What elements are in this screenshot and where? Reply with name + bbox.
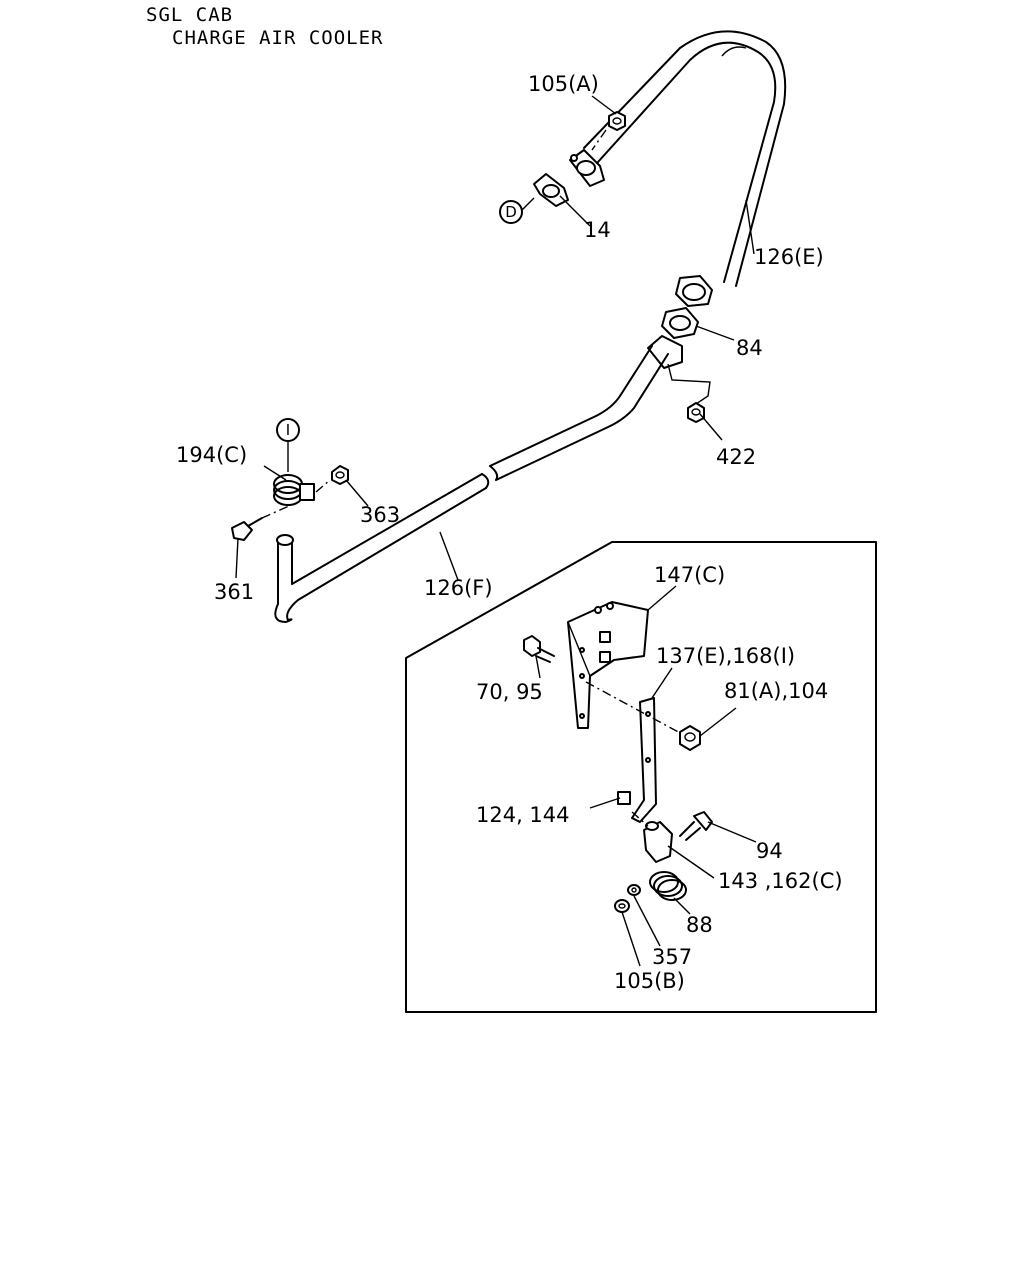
callout-88: 88 [686,913,713,937]
callout-194c: 194(C) [176,443,247,467]
flange-top [569,149,605,187]
stay-137e [585,681,683,823]
damper-143-162c [631,811,673,863]
header-line-1: SGL CAB [146,4,234,26]
leader-lines [235,95,757,967]
clamp-88 [649,871,687,901]
bracket-147c [567,601,649,729]
callout-143-162c: 143 ,162(C) [718,869,843,893]
callout-84: 84 [736,336,763,360]
clamp-194c [261,474,331,519]
bolt-70-95 [523,635,555,663]
nut-105a [591,111,626,151]
svg-text:D: D [505,203,517,221]
nut-81a-104 [679,725,701,751]
nut-105b [614,899,630,913]
callout-363: 363 [360,503,400,527]
callout-137e-168i: 137(E),168(I) [656,644,795,668]
gasket-14 [533,173,569,207]
detail-inset [405,541,877,1013]
nut-363 [331,465,349,485]
flange-126e-lower [675,275,713,307]
gasket-84 [661,307,699,339]
callout-105a: 105(A) [528,72,599,96]
header-line-2: CHARGE AIR COOLER [172,27,384,49]
callout-126e: 126(E) [754,245,824,269]
diagram-header: SGL CAB CHARGE AIR COOLER [146,4,383,50]
leader-422-bracket [667,363,711,405]
callout-124-144: 124, 144 [476,803,570,827]
reference-mark-i: I [276,418,300,442]
callout-147c: 147(C) [654,563,725,587]
callout-361: 361 [214,580,254,604]
svg-text:I: I [286,421,290,439]
callout-94: 94 [756,839,783,863]
callout-357: 357 [652,945,692,969]
bolt-361 [231,517,263,541]
pipe-126e [583,30,787,287]
callout-81a-104: 81(A),104 [724,679,828,703]
pipe-126f [274,335,683,623]
nut-422 [687,402,705,423]
callout-14: 14 [584,218,611,242]
callout-70-95: 70, 95 [476,680,543,704]
callout-422: 422 [716,445,756,469]
washer-357 [627,884,641,896]
callout-126f: 126(F) [424,576,493,600]
bolt-94 [679,811,713,841]
reference-mark-d: D [499,200,523,224]
callout-105b: 105(B) [614,969,685,993]
